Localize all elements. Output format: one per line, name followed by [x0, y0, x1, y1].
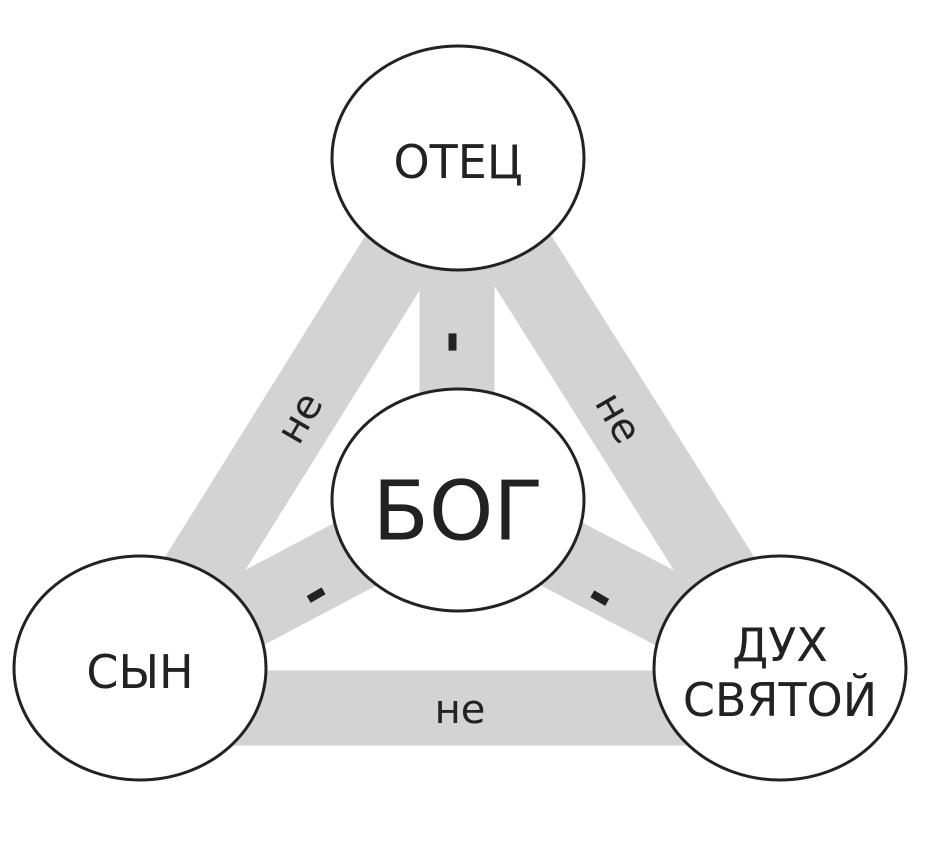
node-god-label: БОГ — [373, 465, 544, 560]
node-father: ОТЕЦ — [330, 44, 586, 272]
node-spirit: ДУХ СВЯТОЙ — [652, 554, 908, 782]
node-god: БОГ — [330, 387, 586, 613]
node-father-label: ОТЕЦ — [393, 135, 522, 189]
node-spirit-label-line2: СВЯТОЙ — [683, 673, 877, 727]
node-spirit-label-line1: ДУХ — [732, 618, 827, 672]
link-label-god-father: - — [423, 330, 488, 353]
node-son-label: СЫН — [86, 645, 193, 699]
node-son: СЫН — [12, 554, 268, 782]
link-label-son-spirit: не — [435, 687, 486, 733]
